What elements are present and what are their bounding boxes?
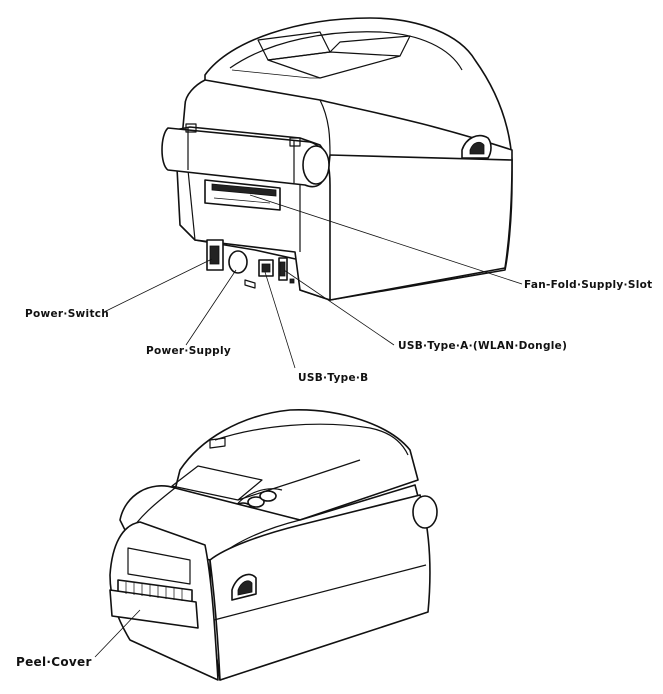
leader-lines-rear (103, 194, 523, 369)
usb-type-a-label: USB·Type·A·(WLAN·Dongle) (398, 340, 567, 352)
peel-cover-leader (94, 609, 141, 658)
printer-rear-view (161, 17, 513, 301)
fan-fold-supply-slot-label: Fan-Fold·Supply·Slot (524, 279, 652, 291)
power-switch-label: Power·Switch (25, 308, 109, 320)
printer-front-view (109, 409, 438, 681)
usb-type-b-label: USB·Type·B (298, 372, 368, 384)
power-supply-label: Power·Supply (146, 345, 231, 357)
peel-cover-label: Peel·Cover (16, 655, 92, 669)
